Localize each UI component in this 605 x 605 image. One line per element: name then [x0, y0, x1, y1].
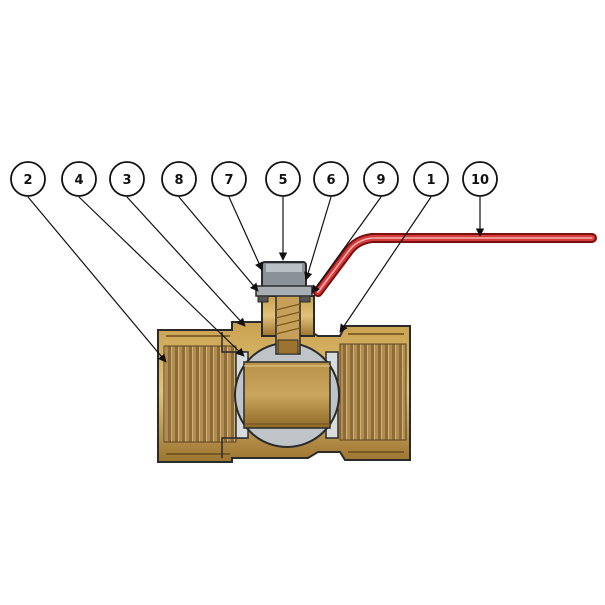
callout-label: 9 — [376, 173, 385, 188]
leader-lines — [27, 196, 485, 363]
callout-8: 8 — [161, 161, 197, 197]
callout-5: 5 — [265, 161, 301, 197]
callout-label: 10 — [471, 173, 489, 188]
callout-7: 7 — [211, 161, 247, 197]
callout-label: 4 — [74, 173, 83, 188]
callout-6: 6 — [313, 161, 349, 197]
callout-label: 1 — [426, 173, 435, 188]
stem-nut — [255, 261, 313, 303]
callout-10: 10 — [462, 161, 498, 197]
callout-4: 4 — [61, 161, 97, 197]
callout-9: 9 — [363, 161, 399, 197]
callout-label: 8 — [174, 173, 183, 188]
callout-2: 2 — [10, 161, 46, 197]
callout-3: 3 — [109, 161, 145, 197]
callout-label: 6 — [326, 173, 335, 188]
callout-1: 1 — [413, 161, 449, 197]
callout-label: 2 — [23, 173, 32, 188]
ball — [234, 342, 340, 448]
callout-label: 7 — [224, 173, 233, 188]
callout-label: 3 — [122, 173, 131, 188]
callout-label: 5 — [278, 173, 287, 188]
stem-assembly — [261, 291, 315, 355]
lever-handle — [313, 233, 597, 297]
